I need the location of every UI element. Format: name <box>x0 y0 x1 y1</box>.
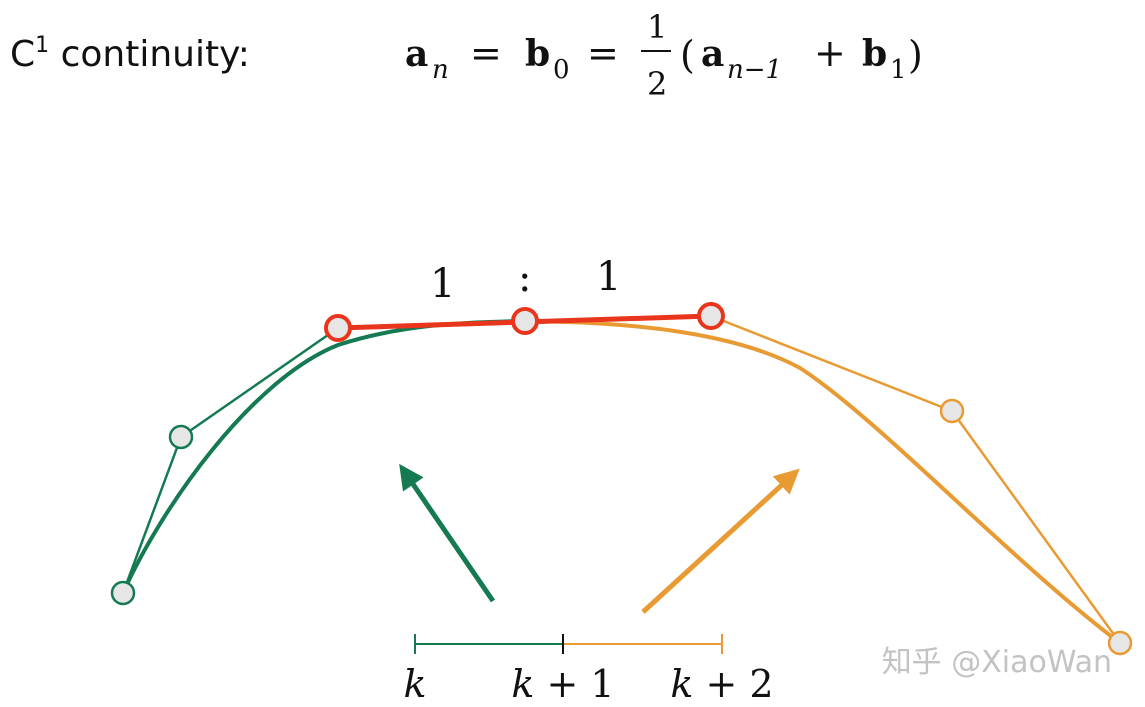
heading-label-superscript: 1 <box>35 33 49 58</box>
axis-label-k-plus-1: k + 1 <box>511 662 614 706</box>
watermark-text: 知乎 @XiaoWan <box>882 645 1112 680</box>
orange-control-point-3 <box>1107 630 1133 656</box>
equation-fraction-numerator: 1 <box>647 8 667 46</box>
green-direction-arrow <box>399 463 496 603</box>
equation-equals-1: = <box>470 31 502 75</box>
equation-term1-subscript: n−1 <box>727 55 782 85</box>
green-control-polygon <box>121 326 339 594</box>
red-junction-point <box>511 307 539 335</box>
orange-bezier-curve <box>524 319 1122 645</box>
green-bezier-curve <box>121 319 526 594</box>
ratio-right: 1 <box>596 254 621 300</box>
red-control-point-a-prev <box>324 314 352 342</box>
red-control-point-b1 <box>697 302 725 330</box>
equation-paren-open: ( <box>680 33 695 77</box>
equation-plus: + <box>814 31 846 75</box>
equation-term2-subscript: 1 <box>890 55 907 85</box>
orange-control-point-2 <box>939 398 965 424</box>
equation-lhs-symbol: a <box>405 33 428 75</box>
equation-fraction-denominator: 2 <box>647 65 667 103</box>
equation-term1-symbol: a <box>701 33 724 75</box>
equation-mid-symbol: b <box>525 33 550 75</box>
equation-paren-close: ) <box>908 33 923 77</box>
heading: C1 continuity: a n = b 0 = 1 2 ( a n−1 +… <box>10 8 923 103</box>
heading-label-prefix: C <box>10 34 35 75</box>
equation-mid-subscript: 0 <box>553 55 570 85</box>
equation-equals-2: = <box>587 31 619 75</box>
equation-lhs-subscript: n <box>432 55 449 85</box>
axis-label-k-plus-2: k + 2 <box>670 662 773 706</box>
ratio-label: 1 : 1 <box>430 254 621 307</box>
continuity-equation: a n = b 0 = 1 2 ( a n−1 + b 1 ) <box>405 8 923 103</box>
green-segment <box>121 319 526 594</box>
orange-segment <box>524 314 1122 645</box>
equation-term2-symbol: b <box>862 33 887 75</box>
ratio-left: 1 <box>430 261 455 307</box>
control-points <box>110 302 1133 656</box>
parameter-axis: k k + 1 k + 2 <box>403 634 774 706</box>
heading-label: C1 continuity: <box>10 33 250 75</box>
green-control-point-0 <box>110 580 136 606</box>
axis-label-k: k <box>403 662 426 706</box>
ratio-separator: : <box>518 255 531 301</box>
heading-label-suffix: continuity: <box>49 34 250 75</box>
green-control-point-1 <box>168 424 194 450</box>
orange-direction-arrow <box>641 468 800 614</box>
